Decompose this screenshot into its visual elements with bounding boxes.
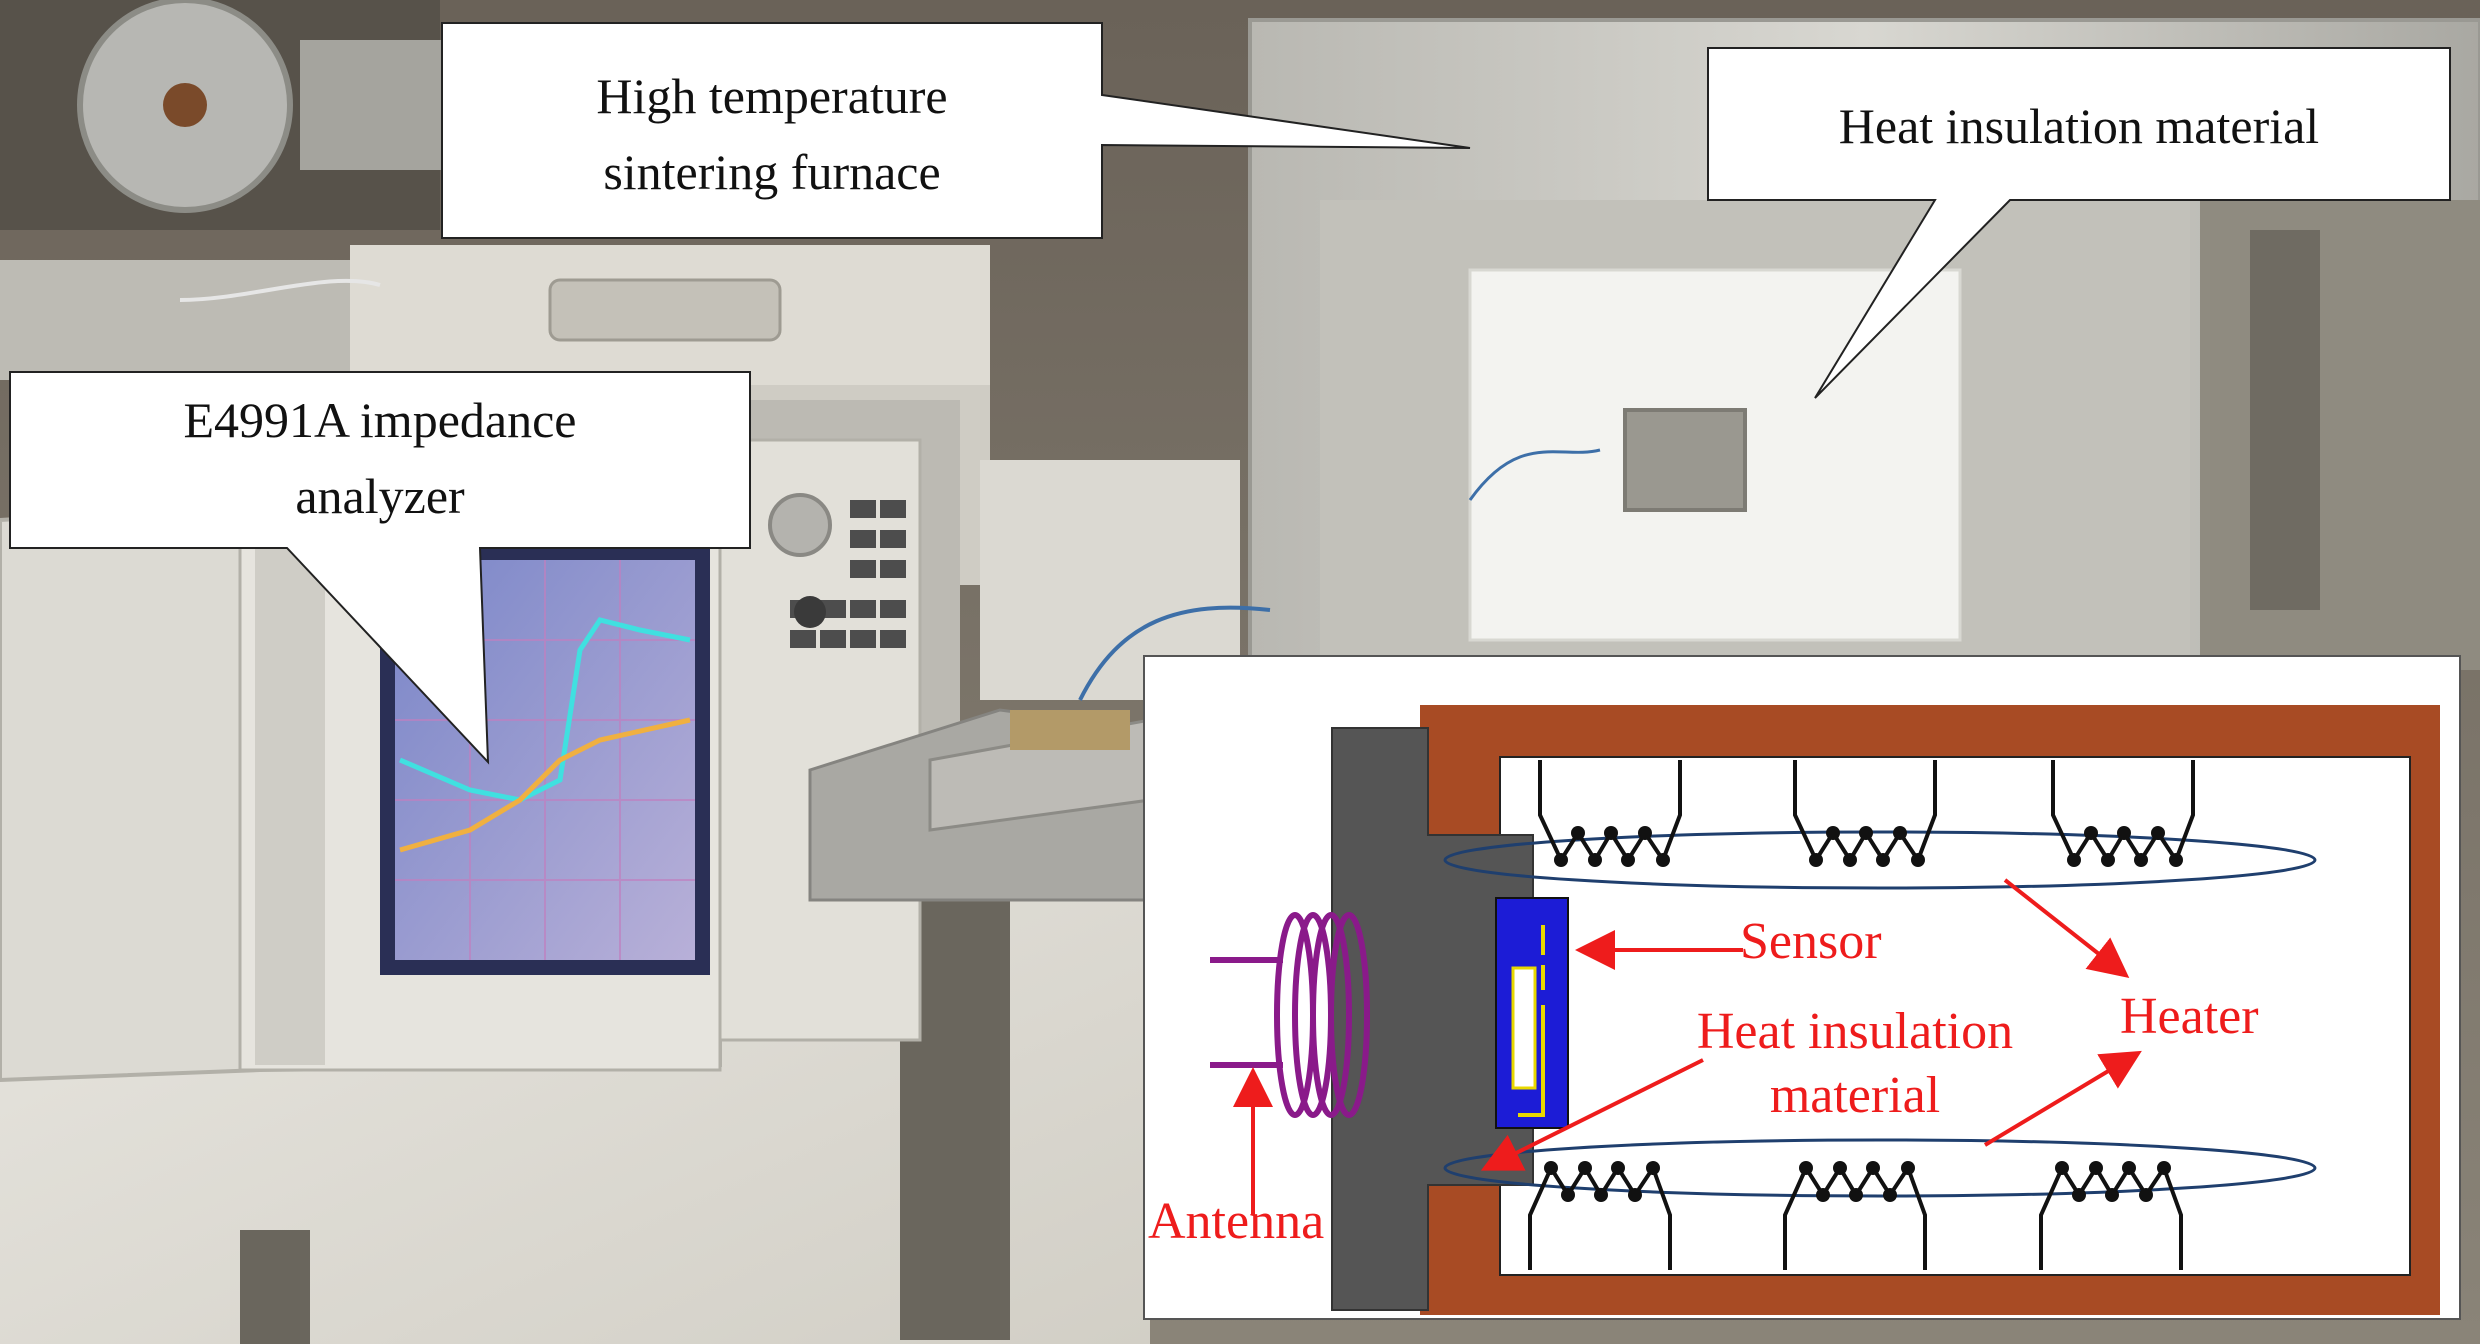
analyzer-callout: E4991A impedance analyzer (183, 392, 577, 524)
heat-insulation-label: Heat insulation material (1696, 1003, 2014, 1124)
heater-bottom (1443, 1138, 2317, 1270)
furnace-schematic (1143, 655, 2461, 1320)
heater-arrow-bottom (1983, 1050, 2142, 1147)
sensor-label: Sensor (1740, 913, 1882, 970)
heater-label: Heater (2120, 988, 2259, 1045)
heater-top (1443, 760, 2317, 890)
antenna-label: Antenna (1148, 1193, 1325, 1250)
heater-arrow-top (2003, 878, 2130, 978)
insulation-callout: Heat insulation material (1838, 98, 2320, 154)
insulation-arrow (1480, 1058, 1704, 1171)
furnace-callout: High temperature sintering furnace (596, 68, 948, 200)
sensor (1495, 897, 1569, 1129)
antenna-coil (1210, 912, 1370, 1118)
